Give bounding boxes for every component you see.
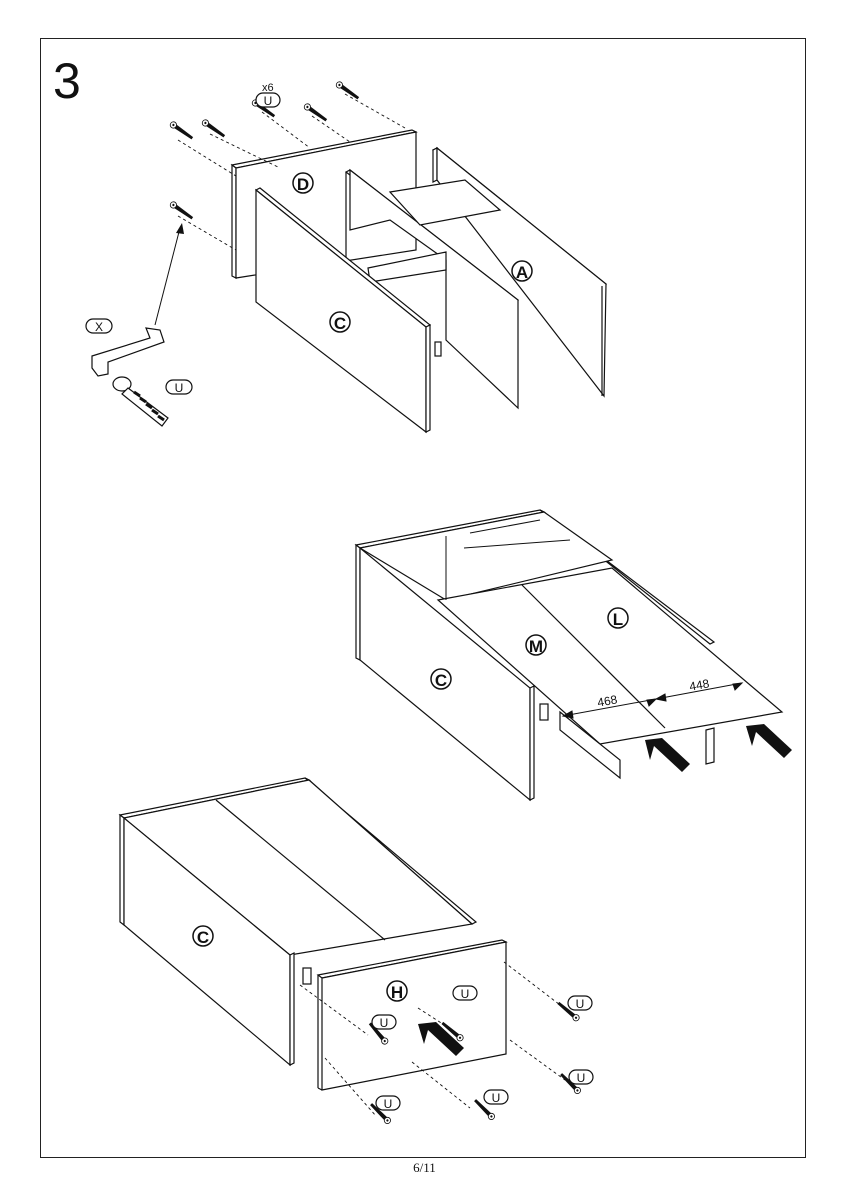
allen-key-icon (91, 327, 165, 377)
svg-text:U: U (576, 997, 585, 1011)
page-frame (40, 38, 806, 1158)
part-label-u-b3: U (567, 995, 593, 1011)
svg-text:L: L (613, 610, 623, 629)
svg-text:468: 468 (596, 692, 618, 709)
svg-text:X: X (95, 320, 103, 334)
svg-text:D: D (297, 175, 309, 194)
part-label-c-bottom: C (192, 925, 214, 947)
part-label-c-top: C (329, 311, 351, 333)
svg-text:U: U (492, 1091, 501, 1105)
exploded-view-top (230, 129, 608, 434)
svg-text:C: C (334, 314, 346, 333)
dimension-448: 448 (654, 676, 744, 702)
svg-text:M: M (529, 637, 543, 656)
part-label-h: H (386, 980, 408, 1002)
part-label-u-b6: U (483, 1089, 509, 1105)
part-label-u-b5: U (375, 1095, 401, 1111)
part-label-u-b1: U (452, 985, 478, 1001)
svg-text:C: C (197, 928, 209, 947)
svg-text:U: U (175, 381, 184, 395)
svg-text:A: A (516, 263, 528, 282)
dimension-468: 468 (561, 692, 658, 719)
svg-text:U: U (461, 987, 470, 1001)
back-panel-h (316, 939, 508, 1091)
part-label-u-b2: U (371, 1014, 397, 1030)
tool-arrow-line (154, 227, 181, 326)
svg-text:U: U (384, 1097, 393, 1111)
dashed-screw-paths-bottom (299, 961, 566, 1117)
tool-arrow-head (176, 223, 184, 234)
part-label-l: L (607, 607, 629, 629)
middle-dividers (445, 519, 571, 600)
part-label-d: D (292, 172, 314, 194)
part-label-m: M (525, 634, 547, 656)
cam-bolt-icon (112, 376, 169, 427)
part-label-u-tool: U (165, 379, 193, 395)
svg-text:U: U (577, 1071, 586, 1085)
quantity-label: x6 U (255, 82, 281, 108)
svg-text:U: U (264, 94, 273, 108)
svg-text:H: H (391, 983, 403, 1002)
svg-text:C: C (435, 671, 447, 690)
part-label-x: X (85, 318, 113, 334)
step-number: 3 (53, 53, 81, 109)
part-label-c-middle: C (430, 668, 452, 690)
page-number: 6/11 (413, 1160, 436, 1175)
push-arrow-m-icon (645, 738, 690, 772)
dashed-screw-paths-top (177, 93, 406, 251)
push-arrow-h-icon (418, 1022, 464, 1056)
svg-text:x6: x6 (262, 82, 274, 94)
svg-text:U: U (380, 1016, 389, 1030)
part-label-u-b4: U (568, 1069, 594, 1085)
push-arrow-l-icon (746, 724, 792, 758)
part-label-a: A (511, 260, 533, 282)
carcass-with-shelves (354, 509, 784, 802)
svg-text:448: 448 (688, 676, 710, 693)
